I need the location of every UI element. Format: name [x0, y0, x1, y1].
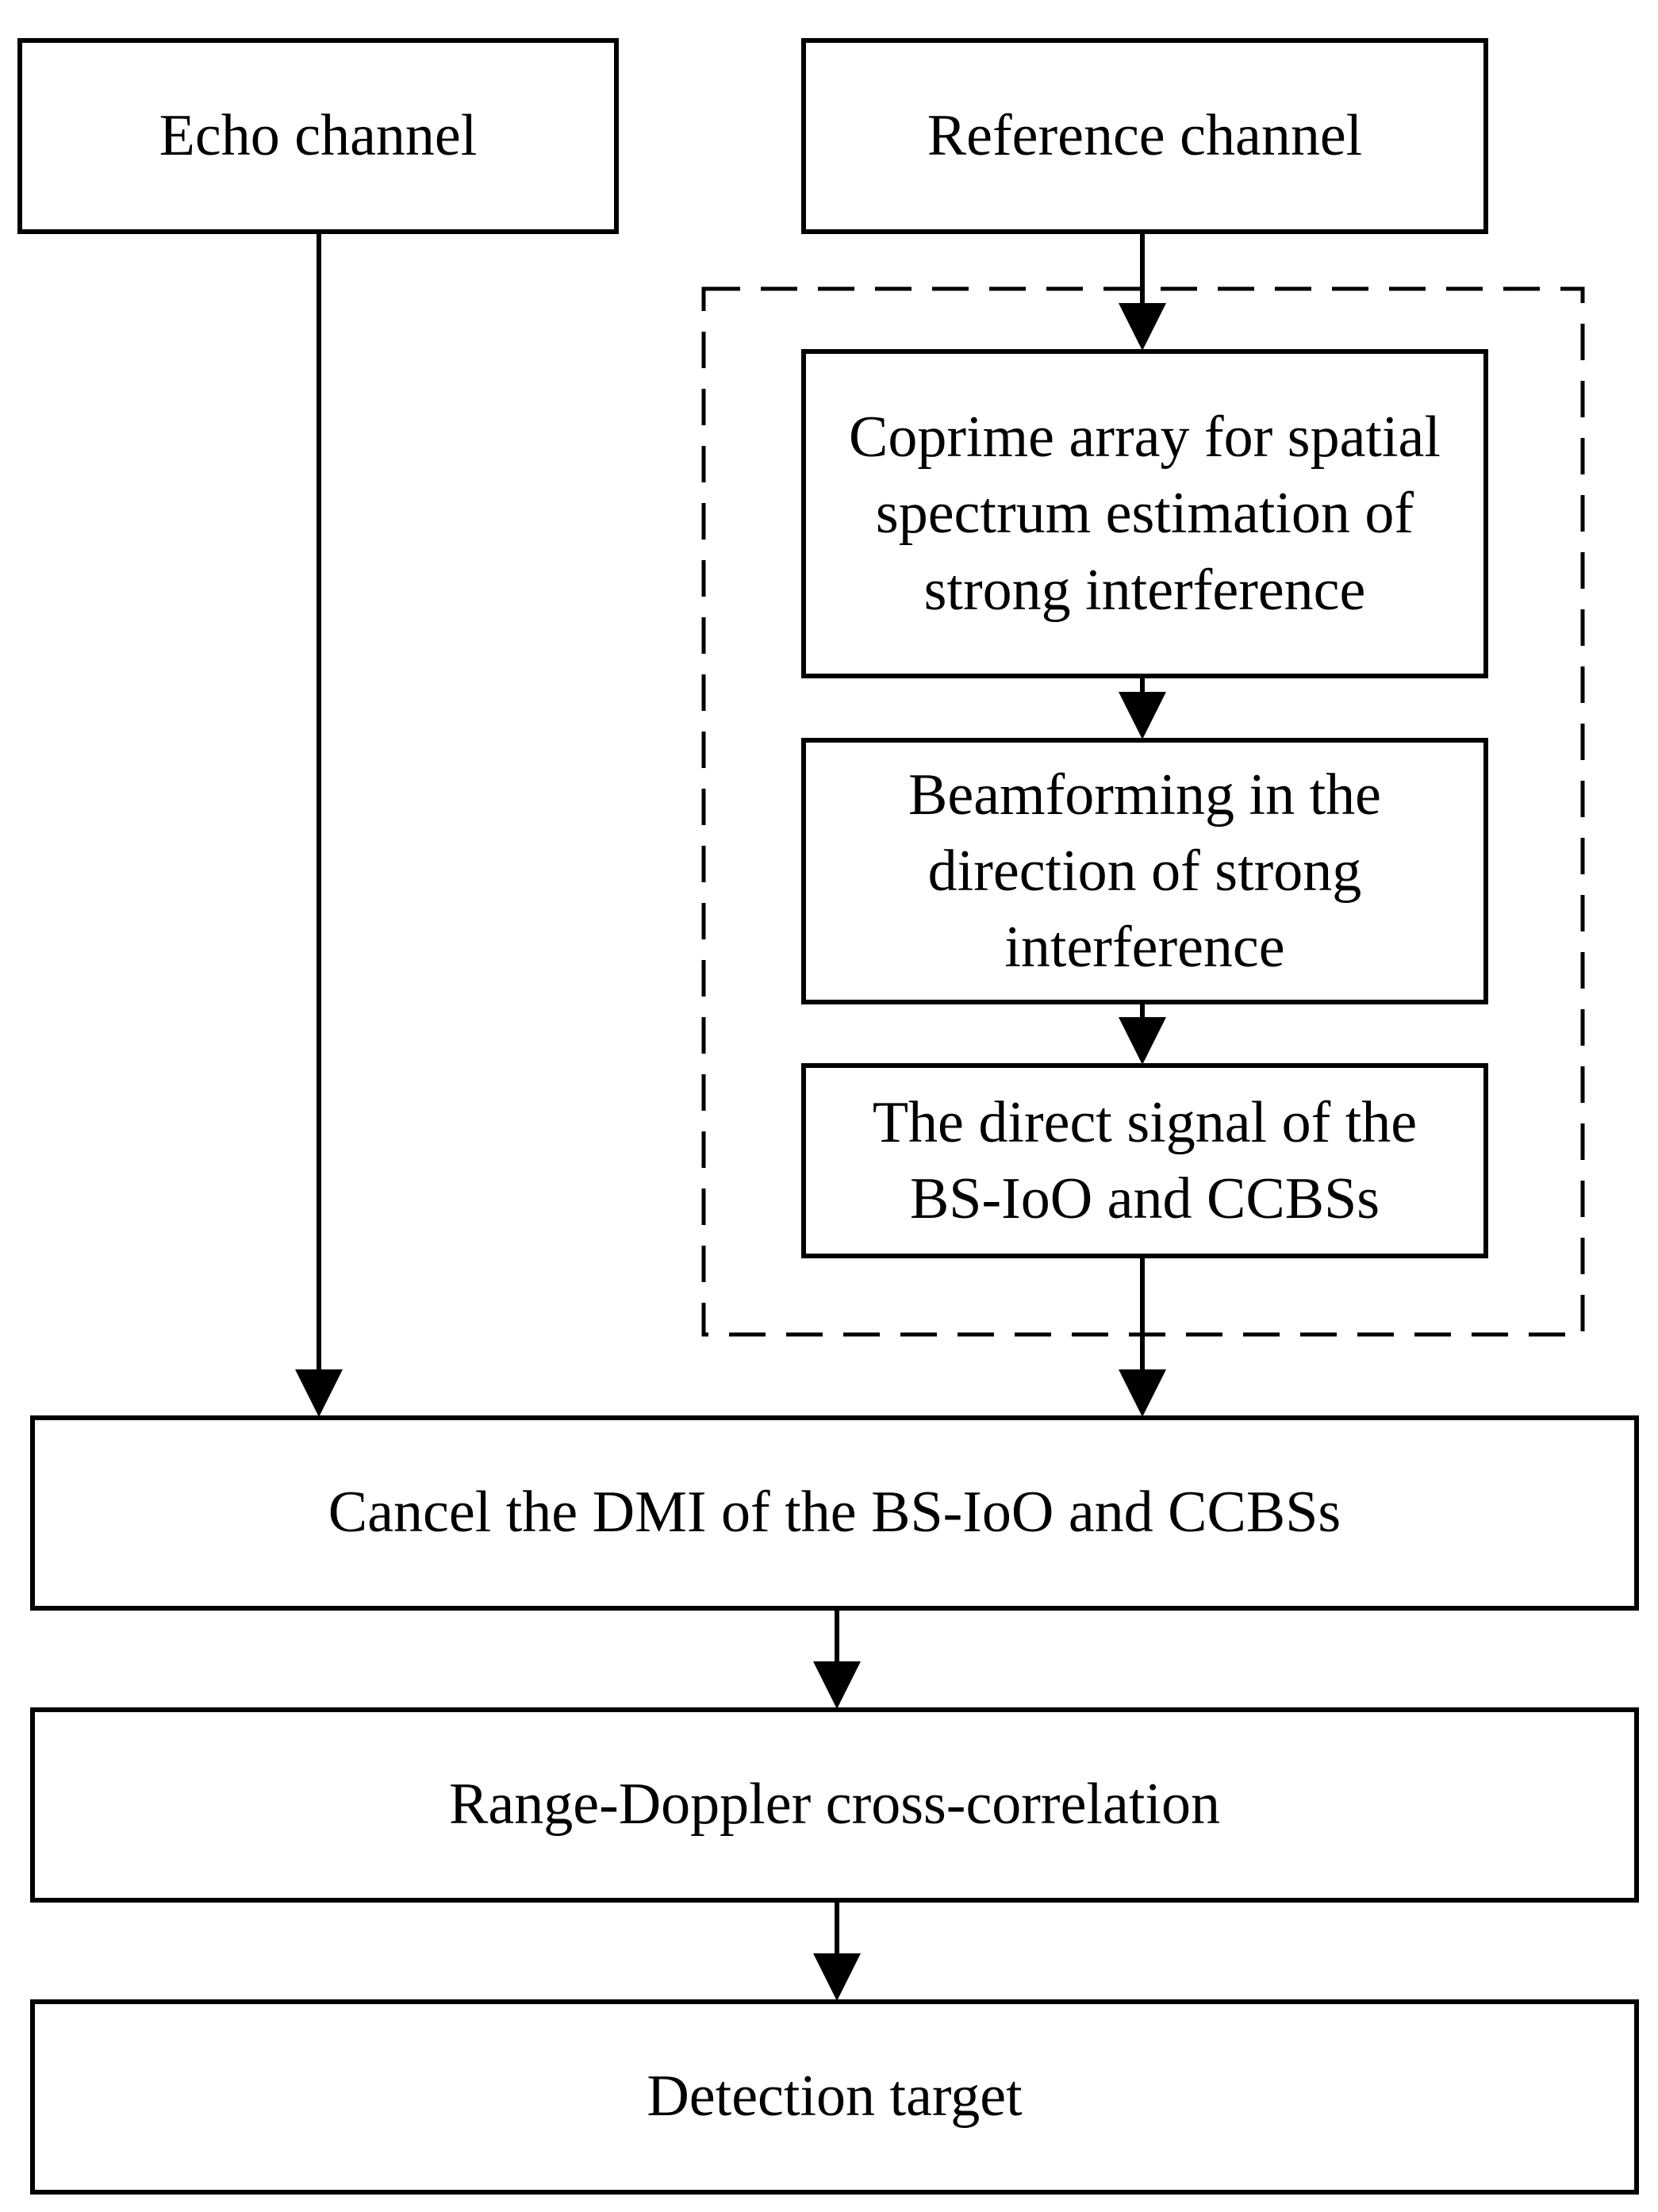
direct-signal-box: The direct signal of the BS-IoO and CCBS… — [801, 1063, 1488, 1258]
direct-signal-text: The direct signal of the BS-IoO and CCBS… — [873, 1085, 1417, 1237]
coprime-array-box: Coprime array for spatial spectrum estim… — [801, 349, 1488, 678]
direct-signal-line-1: The direct signal of the — [872, 1089, 1418, 1155]
coprime-line-3: strong interference — [923, 557, 1366, 623]
coprime-line-1: Coprime array for spatial — [849, 405, 1441, 470]
coprime-line-2: spectrum estimation of — [875, 481, 1414, 547]
direct-signal-line-2: BS-IoO and CCBSs — [909, 1166, 1380, 1231]
beamforming-text: Beamforming in the direction of strong i… — [908, 757, 1381, 986]
beamforming-line-2: direction of strong — [927, 838, 1362, 904]
echo-channel-label: Echo channel — [159, 102, 478, 168]
beamforming-line-3: interference — [1004, 915, 1285, 981]
detection-target-box: Detection target — [30, 1999, 1639, 2195]
cancel-dmi-box: Cancel the DMI of the BS-IoO and CCBSs — [30, 1415, 1639, 1611]
cancel-dmi-label: Cancel the DMI of the BS-IoO and CCBSs — [328, 1480, 1341, 1546]
detection-target-label: Detection target — [647, 2064, 1023, 2129]
beamforming-box: Beamforming in the direction of strong i… — [801, 738, 1488, 1004]
coprime-array-text: Coprime array for spatial spectrum estim… — [849, 399, 1441, 628]
reference-channel-label: Reference channel — [927, 102, 1363, 168]
beamforming-line-1: Beamforming in the — [908, 762, 1381, 828]
range-doppler-label: Range-Doppler cross-correlation — [449, 1772, 1220, 1838]
reference-channel-box: Reference channel — [801, 38, 1488, 234]
range-doppler-box: Range-Doppler cross-correlation — [30, 1707, 1639, 1903]
echo-channel-box: Echo channel — [17, 38, 619, 234]
